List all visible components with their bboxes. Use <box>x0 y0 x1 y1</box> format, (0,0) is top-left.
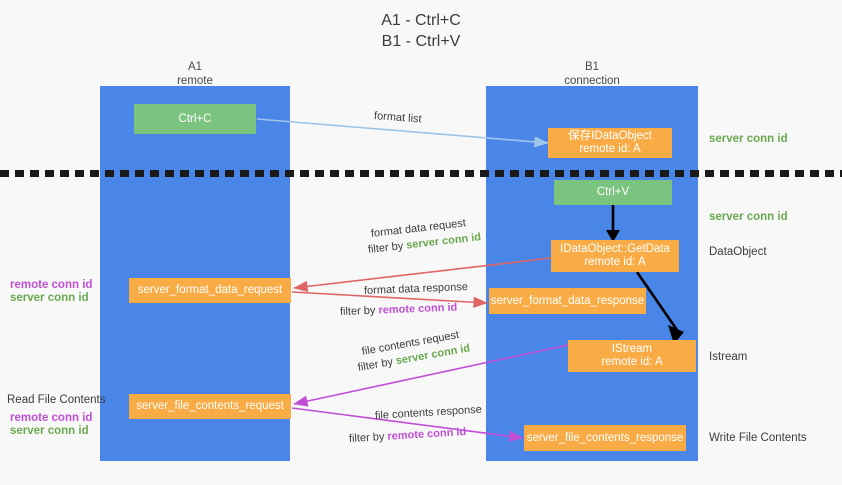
node-server-format-data-request[interactable]: server_format_data_request <box>129 278 291 303</box>
column-header-a1: A1 remote <box>100 60 290 88</box>
edge-label-file-contents-response-filter: filter by remote conn id <box>349 426 467 445</box>
node-server-file-contents-response-label: server_file_contents_response <box>526 431 684 444</box>
edge-label-format-data-response: format data response <box>364 281 468 297</box>
node-server-format-data-response[interactable]: server_format_data_response <box>489 288 646 314</box>
node-istream-line2: remote id: A <box>601 356 663 368</box>
edge-label-format-data-response-filter-value: remote conn id <box>378 301 458 317</box>
edge-label-format-data-request-filter-prefix: filter by <box>367 239 407 256</box>
left-label-server-conn-id-lower: server conn id <box>10 424 89 438</box>
node-ctrl-v[interactable]: Ctrl+V <box>554 180 672 205</box>
left-label-server-conn-id-lower-text: server conn id <box>10 425 89 437</box>
edge-label-format-data-response-filter-prefix: filter by <box>339 304 379 318</box>
node-istream-line1: IStream <box>611 343 653 355</box>
edge-label-format-data-response-text: format data response <box>363 281 469 297</box>
right-label-dataobject-text: DataObject <box>709 246 767 258</box>
edge-label-file-contents-response-filter-prefix: filter by <box>348 430 388 445</box>
diagram-title: A1 - Ctrl+C B1 - Ctrl+V <box>0 10 842 52</box>
right-label-server-conn-id-top: server conn id <box>709 132 788 146</box>
edge-label-format-data-response-filter: filter by remote conn id <box>340 301 458 317</box>
node-server-file-contents-request[interactable]: server_file_contents_request <box>129 394 291 419</box>
edge-label-file-contents-response-text: file contents response <box>374 403 483 422</box>
left-label-remote-conn-id-upper-text: remote conn id <box>10 279 93 291</box>
left-label-server-conn-id-upper: server conn id <box>10 291 89 305</box>
right-label-istream: Istream <box>709 350 747 364</box>
left-label-read-file-contents: Read File Contents <box>7 393 105 407</box>
node-idataobject-getdata[interactable]: IDataObject::GetData remote id: A <box>551 240 679 272</box>
node-ctrl-c[interactable]: Ctrl+C <box>134 104 256 134</box>
node-save-idataobject-line1: 保存IDataObject <box>568 130 652 142</box>
column-a1-name: A1 <box>187 61 203 73</box>
column-b1-sub: connection <box>564 75 620 87</box>
column-header-b1: B1 connection <box>486 60 698 88</box>
column-a1-sub: remote <box>177 75 213 87</box>
edge-label-file-contents-request-filter-prefix: filter by <box>356 355 397 374</box>
node-server-format-data-response-label: server_format_data_response <box>490 294 645 307</box>
right-label-write-file-contents: Write File Contents <box>709 431 807 445</box>
title-line-1: A1 - Ctrl+C <box>381 12 461 29</box>
node-getdata-line2: remote id: A <box>584 256 646 268</box>
node-ctrl-v-label: Ctrl+V <box>596 186 630 198</box>
left-label-remote-conn-id-lower-text: remote conn id <box>10 412 93 424</box>
right-label-istream-text: Istream <box>709 351 748 363</box>
edge-label-format-list: format list <box>374 110 422 125</box>
left-label-read-file-contents-text: Read File Contents <box>7 394 106 406</box>
node-istream[interactable]: IStream remote id: A <box>568 340 696 372</box>
node-save-idataobject-line2: remote id: A <box>579 143 641 155</box>
left-label-remote-conn-id-lower: remote conn id <box>10 411 92 425</box>
title-line-2: B1 - Ctrl+V <box>381 33 461 50</box>
node-server-file-contents-response[interactable]: server_file_contents_response <box>524 425 686 451</box>
right-label-server-conn-id-second-text: server conn id <box>709 211 788 223</box>
edge-label-file-contents-response: file contents response <box>375 404 483 422</box>
node-ctrl-c-label: Ctrl+C <box>178 112 212 125</box>
node-server-format-data-request-label: server_format_data_request <box>137 284 283 296</box>
node-getdata-line1: IDataObject::GetData <box>560 243 670 255</box>
right-label-server-conn-id-second: server conn id <box>709 210 788 224</box>
left-label-server-conn-id-upper-text: server conn id <box>10 292 89 304</box>
node-save-idataobject[interactable]: 保存IDataObject remote id: A <box>548 128 672 158</box>
right-label-server-conn-id-top-text: server conn id <box>709 133 788 145</box>
column-b1-name: B1 <box>584 61 600 73</box>
node-server-file-contents-request-label: server_file_contents_request <box>136 400 284 412</box>
edge-label-file-contents-response-filter-value: remote conn id <box>387 426 467 443</box>
right-label-write-file-contents-text: Write File Contents <box>709 432 807 444</box>
left-label-remote-conn-id-upper: remote conn id <box>10 278 92 292</box>
right-label-dataobject: DataObject <box>709 245 767 259</box>
phase-separator-dashed-line <box>0 170 842 177</box>
edge-label-format-list-text: format list <box>373 110 422 126</box>
